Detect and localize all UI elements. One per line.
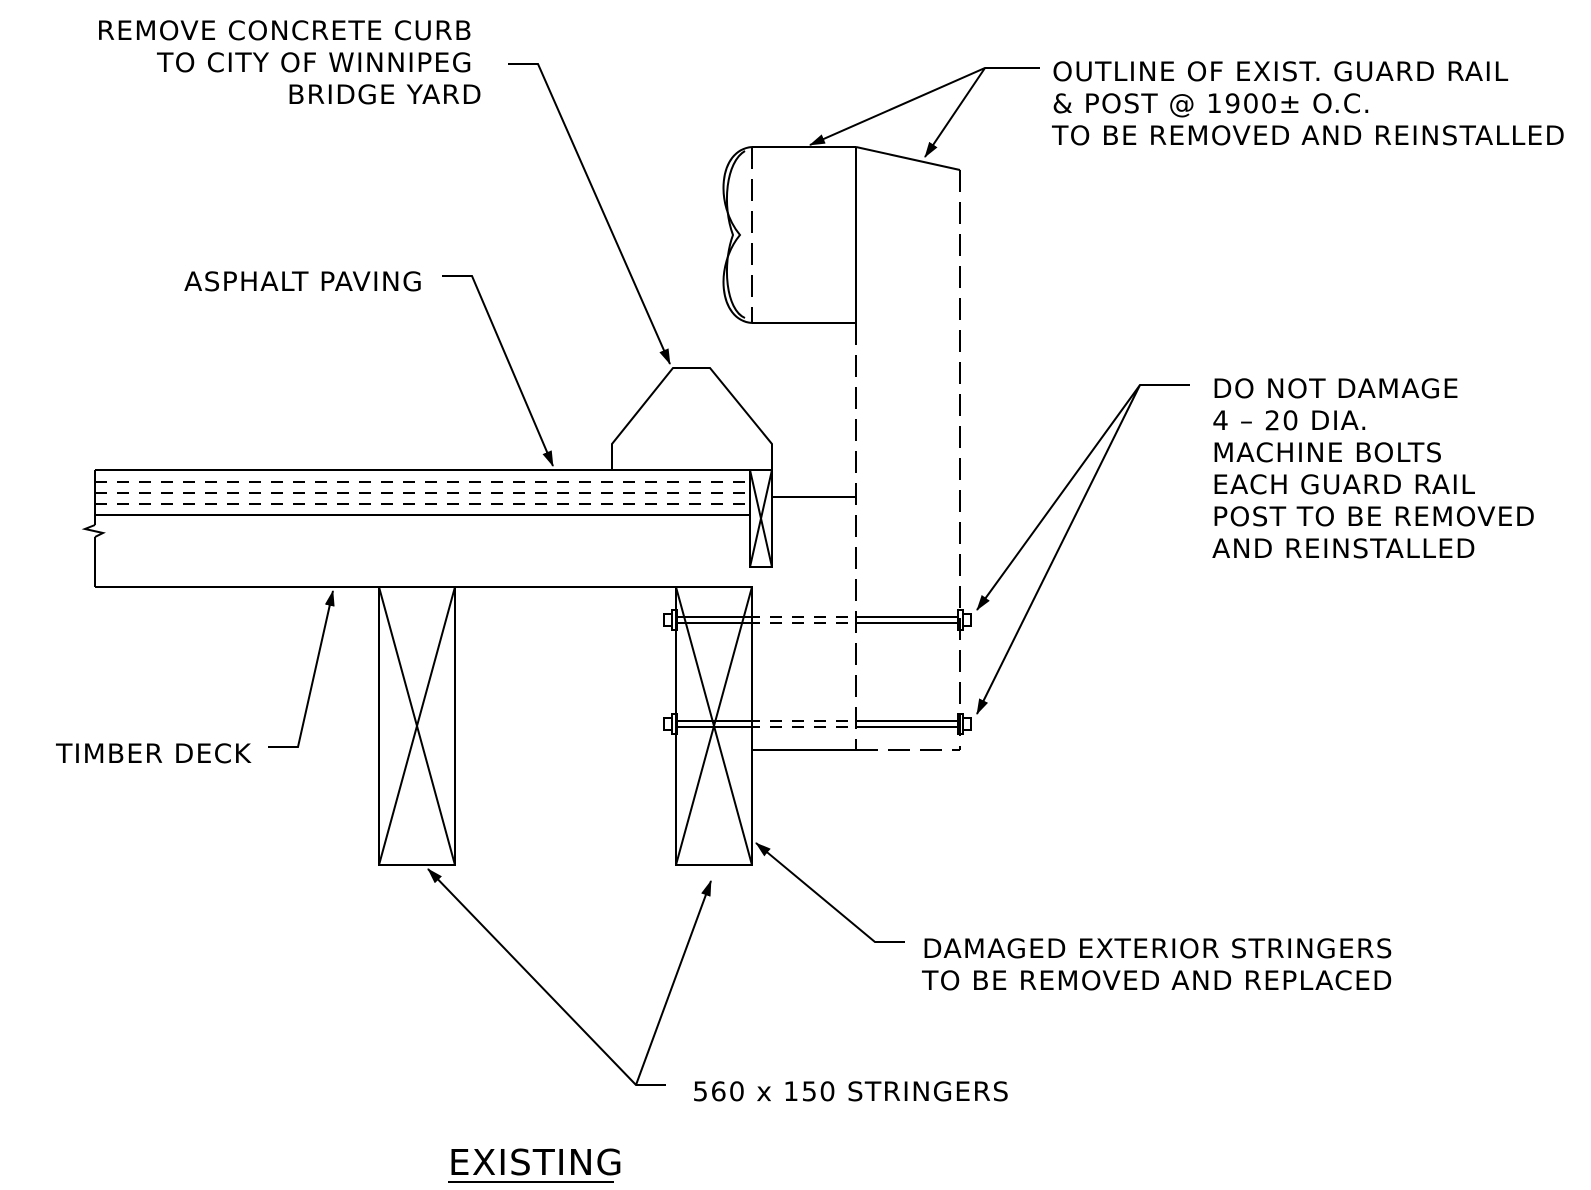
leader-asphalt	[442, 275, 554, 467]
edge-block	[749, 469, 773, 568]
note-guard-rail: OUTLINE OF EXIST. GUARD RAIL & POST @ 19…	[1051, 57, 1566, 152]
drawing-title: EXISTING	[448, 1143, 624, 1184]
asphalt-paving-layer	[94, 469, 750, 515]
stringer-left	[378, 586, 456, 866]
note-damaged-stringers: DAMAGED EXTERIOR STRINGERS TO BE REMOVED…	[921, 934, 1403, 997]
note-curb: REMOVE CONCRETE CURB TO CITY OF WINNIPEG…	[96, 16, 483, 111]
concrete-curb	[611, 367, 773, 470]
timber-deck	[81, 514, 750, 588]
leader-stringers	[427, 868, 712, 1086]
leader-bolts	[976, 384, 1190, 715]
machine-bolt-upper	[663, 609, 972, 631]
leader-guard-rail	[809, 67, 1040, 158]
note-asphalt: ASPHALT PAVING	[184, 267, 424, 298]
leader-timber-deck	[268, 590, 335, 748]
machine-bolt-lower	[663, 713, 972, 735]
note-stringers: 560 x 150 STRINGERS	[692, 1077, 1010, 1108]
guard-rail-outline	[722, 146, 961, 751]
note-timber-deck: TIMBER DECK	[55, 739, 252, 770]
note-bolts: DO NOT DAMAGE 4 – 20 DIA. MACHINE BOLTS …	[1212, 374, 1546, 565]
leader-curb	[508, 63, 671, 365]
leader-damaged	[755, 842, 905, 943]
